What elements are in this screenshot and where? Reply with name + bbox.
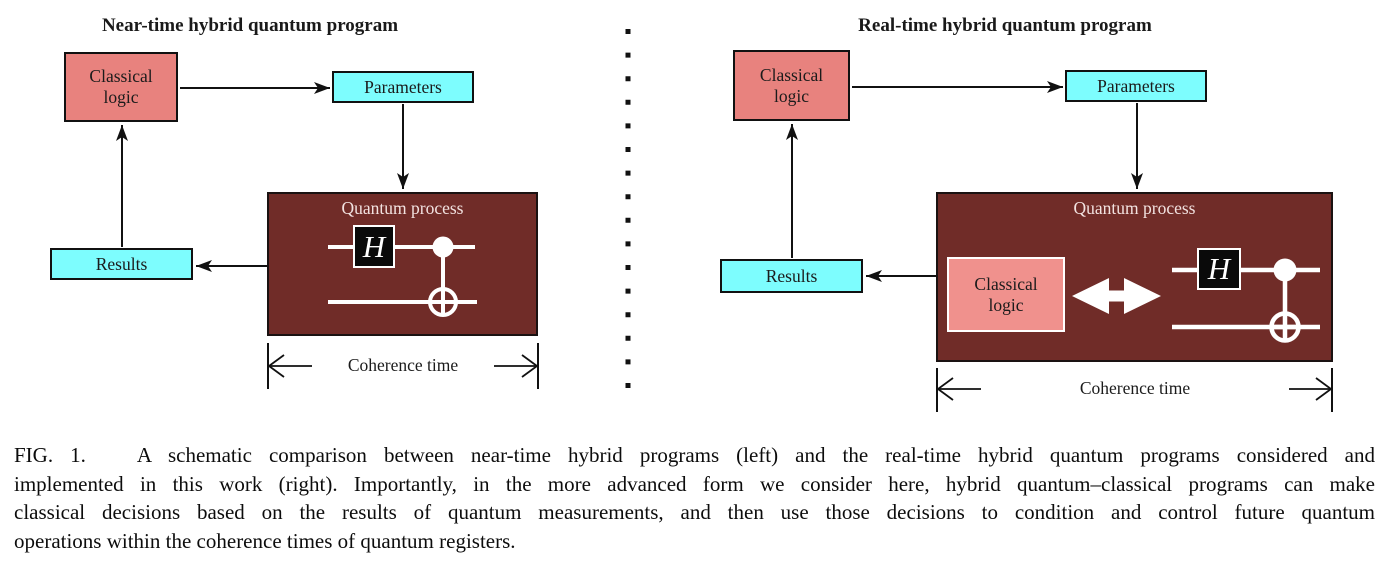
left-coherence-arrowhead-right [521, 354, 539, 378]
right-quantum-process-label: Quantum process [1073, 198, 1196, 218]
caption-line-1: FIG. 1. A schematic comparison between n… [14, 443, 1375, 467]
left-coherence-measure [267, 343, 539, 389]
right-classical-logic-box: Classical logic [733, 50, 850, 121]
left-quantum-circuit [328, 236, 477, 317]
right-coherence-measure [936, 368, 1333, 412]
right-flow-arrows [786, 81, 1143, 282]
left-classical-logic-box: Classical logic [64, 52, 178, 122]
left-h-gate-label: H [362, 228, 386, 264]
left-flow-arrows [116, 82, 409, 272]
left-panel-title: Near-time hybrid quantum program [101, 15, 399, 36]
right-h-gate-label: H [1207, 251, 1231, 286]
right-inner-classical-logic-box: Classical logic [947, 257, 1065, 332]
diagram-overlay [116, 29, 1333, 412]
left-results-label: Results [95, 253, 148, 274]
caption-line-4: operations within the coherence times of… [14, 528, 516, 553]
left-cnot-control-dot [432, 236, 454, 258]
left-parameters-box: Parameters [332, 71, 474, 103]
left-parameters-label: Parameters [364, 76, 442, 97]
caption-line-3: classical decisions based on the results… [14, 500, 1375, 525]
right-quantum-process-box [936, 192, 1333, 362]
left-classical-logic-label: Classical logic [89, 66, 153, 107]
right-panel-title: Real-time hybrid quantum program [858, 15, 1152, 36]
left-hadamard-gate-icon: H [353, 225, 395, 268]
right-coherence-arrowhead-right [1315, 377, 1333, 401]
right-results-label: Results [765, 265, 818, 286]
right-quantum-circuit [1172, 258, 1320, 343]
right-classical-logic-label: Classical logic [759, 64, 824, 106]
right-cnot-control-dot [1273, 258, 1297, 282]
left-results-box: Results [50, 248, 193, 280]
left-coherence-arrowhead-left [267, 354, 285, 378]
right-parameters-box: Parameters [1065, 70, 1207, 102]
right-coherence-time-label: Coherence time [1079, 378, 1191, 398]
left-quantum-process-box [267, 192, 538, 336]
right-parameters-label: Parameters [1097, 75, 1175, 96]
right-results-box: Results [720, 259, 863, 293]
right-inner-classical-logic-label: Classical logic [974, 273, 1038, 315]
bidirectional-arrow-icon [1072, 278, 1161, 314]
figure-caption: FIG. 1. A schematic comparison between n… [14, 441, 1375, 555]
right-hadamard-gate-icon: H [1197, 248, 1241, 290]
caption-line-2: implemented in this work (right). Import… [14, 471, 1375, 496]
right-coherence-arrowhead-left [936, 377, 954, 401]
left-quantum-process-label: Quantum process [341, 198, 464, 218]
left-coherence-time-label: Coherence time [347, 355, 459, 375]
